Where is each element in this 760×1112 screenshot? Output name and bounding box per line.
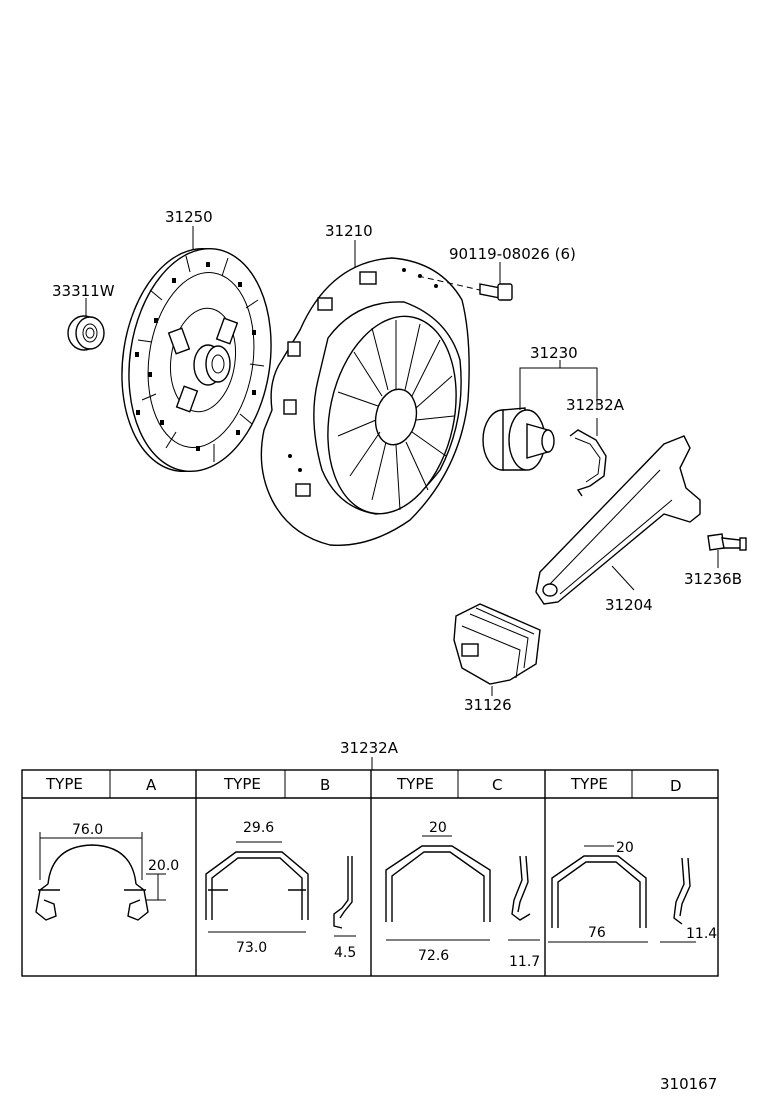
type-value-a: A bbox=[146, 776, 157, 794]
label-disc: 31250 bbox=[165, 208, 213, 226]
dim-c-top: 20 bbox=[429, 820, 447, 836]
label-pivot: 31236B bbox=[684, 570, 742, 588]
dim-d-top: 20 bbox=[616, 840, 634, 856]
label-clip: 31232A bbox=[566, 396, 625, 414]
type-header-c: TYPE bbox=[396, 775, 434, 793]
pivot-bolt bbox=[707, 533, 747, 551]
clip-type-b-drawing bbox=[205, 841, 356, 937]
dim-d-side: 11.4 bbox=[686, 926, 717, 942]
label-release-bearing: 31230 bbox=[530, 344, 578, 362]
clutch-cover bbox=[260, 257, 470, 546]
clip-type-a-drawing bbox=[35, 832, 166, 921]
label-bolt: 90119-08026 (6) bbox=[449, 245, 576, 263]
clip-type-c-drawing bbox=[385, 835, 540, 941]
figure-code: 310167 bbox=[660, 1075, 717, 1093]
label-cover: 31210 bbox=[325, 222, 373, 240]
dim-b-side: 4.5 bbox=[334, 945, 356, 961]
dim-a-height: 20.0 bbox=[148, 858, 179, 874]
dim-a-width: 76.0 bbox=[72, 822, 103, 838]
type-value-c: C bbox=[492, 776, 502, 794]
clip-type-table bbox=[21, 769, 719, 977]
type-header-d: TYPE bbox=[570, 775, 608, 793]
dim-b-width: 73.0 bbox=[236, 940, 267, 956]
release-clip bbox=[569, 429, 607, 497]
type-value-b: B bbox=[320, 776, 330, 794]
cover-bolt bbox=[417, 275, 513, 301]
dim-b-top: 29.6 bbox=[243, 820, 274, 836]
dim-d-width: 76 bbox=[588, 925, 606, 941]
type-header-b: TYPE bbox=[223, 775, 261, 793]
fork-boot bbox=[453, 603, 541, 685]
type-header-a: TYPE bbox=[45, 775, 83, 793]
table-title: 31232A bbox=[340, 739, 399, 757]
type-value-d: D bbox=[670, 777, 682, 795]
clip-type-d-drawing bbox=[548, 845, 696, 943]
label-fork: 31204 bbox=[605, 596, 653, 614]
release-bearing bbox=[482, 407, 555, 471]
label-bearing-pilot: 33311W bbox=[52, 282, 115, 300]
dim-c-width: 72.6 bbox=[418, 948, 449, 964]
release-fork bbox=[535, 435, 701, 605]
label-boot: 31126 bbox=[464, 696, 512, 714]
clutch-disc bbox=[121, 247, 272, 473]
dim-c-side: 11.7 bbox=[509, 954, 540, 970]
pilot-bearing bbox=[67, 315, 105, 351]
